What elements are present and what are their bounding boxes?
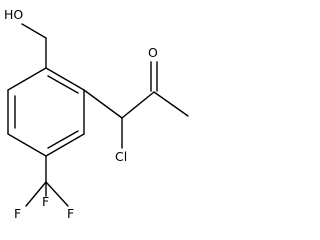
hydroxyl-label: HO: [4, 7, 23, 22]
fluorine-left-label: F: [14, 206, 21, 221]
ring-bond-6: [7, 67, 47, 91]
carbonyl-oxygen-label: O: [148, 45, 158, 60]
ring-bond-1: [45, 67, 85, 91]
ring-double-bond-2: [47, 130, 79, 149]
bond-chcl-carbonyl: [121, 91, 155, 119]
bond-ring-chcl: [83, 89, 123, 119]
bond-c-f-left: [25, 181, 47, 207]
structure-diagram: HO O Cl F F F: [4, 7, 189, 221]
bond-c-f-right: [45, 181, 69, 207]
ring-bond-3: [45, 133, 85, 157]
ring-double-bond-1: [47, 75, 79, 94]
fluorine-top-label: F: [42, 194, 49, 209]
chlorine-label: Cl: [115, 149, 127, 164]
ring-bond-4: [7, 133, 47, 157]
bond-carbonyl-methyl: [153, 91, 189, 117]
fluorine-right-label: F: [67, 206, 74, 221]
bond-o-ch2: [21, 23, 47, 39]
